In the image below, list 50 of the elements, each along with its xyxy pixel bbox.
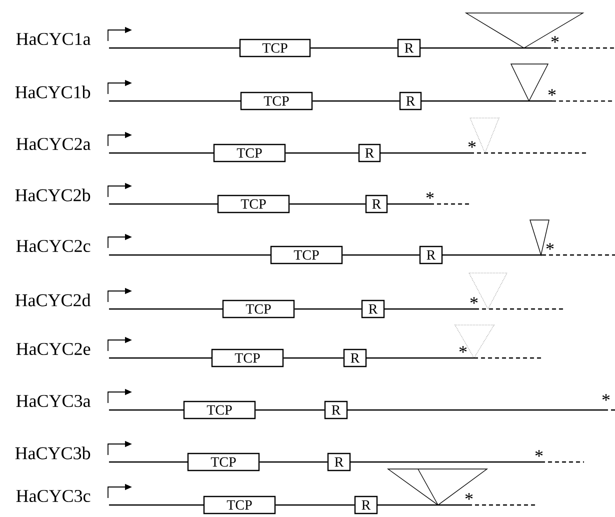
gene-label: HaCYC2d [15,294,91,306]
domain-box: TCP [183,400,256,420]
asterisk: * [470,297,478,304]
domain-box: R [419,246,443,264]
gene-label: HaCYC2e [16,342,90,356]
domain-box: TCP [213,144,286,162]
asterisk: * [535,450,543,457]
domain-box: R [358,144,381,162]
gene-label: HaCYC1a [16,32,91,46]
gene-label: HaCYC2a [16,138,91,150]
gene-label: HaCYC3a [16,394,91,408]
gene-label: HaCYC1b [15,86,90,98]
domain-box: R [365,194,388,214]
domain-box: TCP [203,496,276,514]
gene-label: HaCYC3c [16,490,90,502]
asterisk: * [426,192,434,199]
domain-box: TCP [240,92,313,110]
gene-label: HaCYC3b [15,446,90,460]
asterisk: * [459,346,467,353]
gene-line [294,308,362,310]
asterisk: * [602,394,610,401]
gene-line [342,254,420,256]
domain-box: TCP [217,194,290,214]
domain-box: R [399,92,422,110]
asterisk: * [548,89,556,96]
domain-box: TCP [239,38,311,58]
domain-box: TCP [187,452,260,472]
asterisk: * [465,493,473,500]
domain-box: R [397,38,421,58]
domain-box: TCP [222,300,295,318]
gene-line [256,409,324,411]
gene-label: HaCYC2c [16,240,90,252]
domain-box: R [361,300,385,318]
gene-line [286,152,358,154]
domain-box: TCP [211,348,284,368]
gene-line [276,504,354,506]
asterisk: * [551,36,559,43]
gene-line [260,461,328,463]
asterisk: * [468,141,476,148]
gene-line [284,357,344,359]
gene-line [290,203,366,205]
domain-box: R [354,496,378,514]
gene-line [312,100,400,102]
asterisk: * [546,243,554,250]
domain-box: R [324,400,348,420]
domain-box: R [343,348,367,368]
gene-label: HaCYC2b [15,188,90,202]
domain-box: TCP [270,246,343,264]
gene-line [310,47,398,49]
domain-box: R [327,452,351,472]
